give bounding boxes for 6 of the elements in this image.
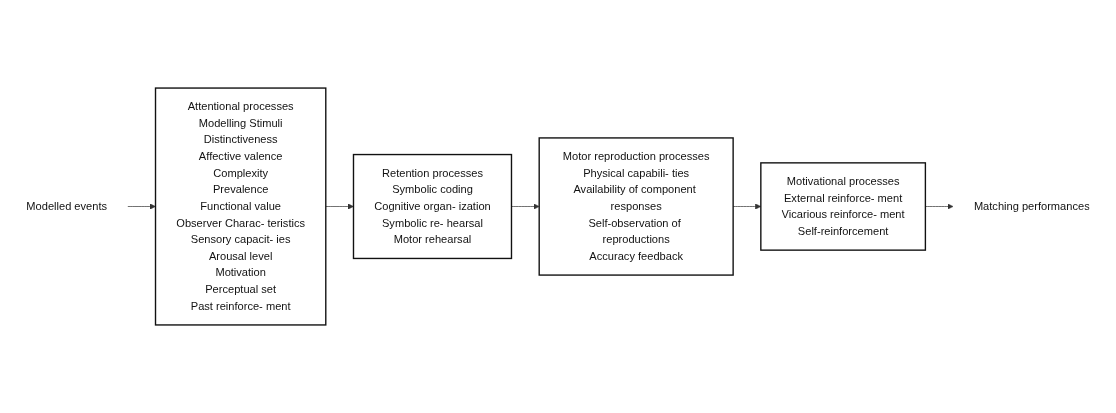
- node-box: Retention processes Symbolic coding Cognitive organ- ization Symbolic re- hearsal Motor rehearsal: [352, 153, 513, 260]
- node-box: Motivational processes External reinforce- ment Vicarious reinforce- ment Self-reinforcement: [760, 162, 927, 251]
- node-text: Modelled events: [26, 200, 108, 213]
- node-box: Attentional processes Modelling Stimuli Distinctiveness Affective valence Complexity Prevalence Functional value Observer Charac- teristics Sensory capacit- ies Arousal level Motivation Perceptual set Past reinforce- ment: [154, 87, 327, 326]
- node-text: Matching performances: [973, 200, 1090, 213]
- node-box: Motor reproduction processes Physical capabili- ties Availability of component responses Self-observation of reproductions Accuracy feedback: [538, 137, 734, 276]
